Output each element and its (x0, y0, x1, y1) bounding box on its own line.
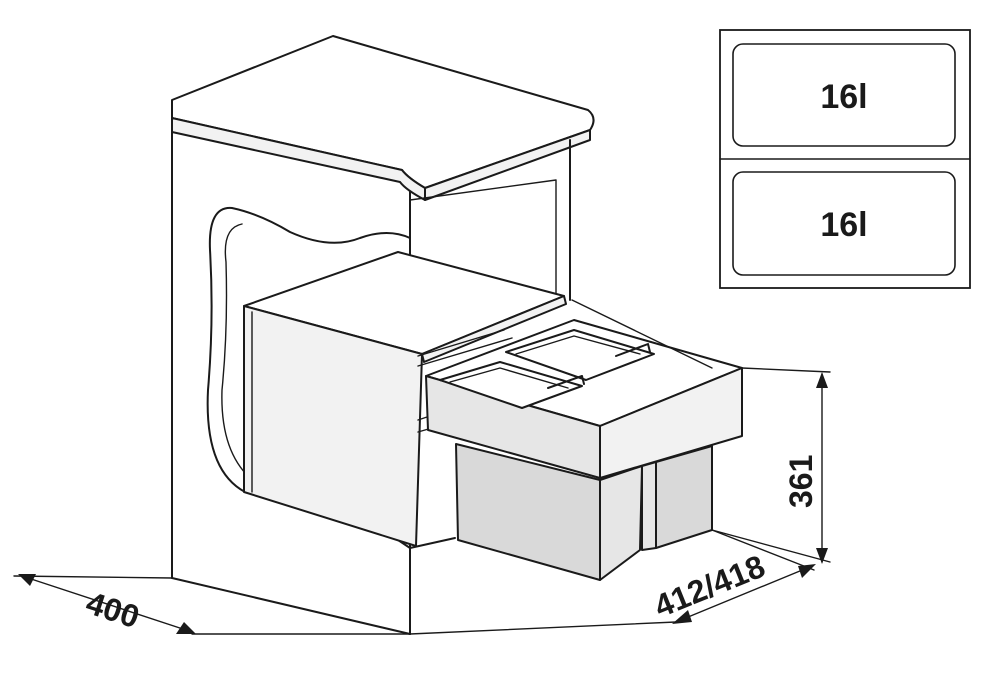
depth-extension-top (571, 299, 713, 369)
width-dimension-line (21, 575, 193, 633)
height-extension-bottom (711, 529, 831, 563)
width-arrow-left (18, 574, 36, 586)
compartment-2 (732, 171, 956, 276)
depth-arrow-front (672, 610, 692, 624)
cabinet-plinth (409, 537, 456, 635)
countertop-side-edge (424, 129, 591, 201)
cabinet-inner-edge (409, 179, 557, 301)
width-extension-left (13, 575, 173, 579)
width-arrow-right (176, 622, 196, 634)
rear-bin-face (641, 461, 657, 551)
rear-bin-opening (505, 329, 655, 381)
compartment-1 (732, 43, 956, 147)
height-label: 361 (783, 455, 819, 508)
compartment-2-volume: 16l (820, 206, 867, 244)
rear-bin-rim (515, 335, 641, 355)
front-bin-rim (449, 367, 569, 389)
front-bin-handle (547, 375, 585, 389)
depth-extension-front (409, 621, 677, 635)
depth-arrow-back (798, 564, 816, 578)
cabinet-front-bottom (171, 577, 411, 635)
height-extension-top (741, 367, 831, 373)
height-arrow-top (816, 372, 828, 388)
front-bin-side (599, 465, 643, 581)
dimension-width: 400 (13, 574, 411, 635)
depth-dimension-line (675, 565, 813, 623)
compartment-1-volume: 16l (820, 78, 867, 116)
rear-bin-handle (615, 343, 651, 357)
depth-label: 412/418 (649, 548, 770, 625)
cutaway-wave-inner (221, 223, 251, 479)
depth-extension-back (711, 529, 815, 571)
pull-out-drawer (243, 251, 743, 581)
dimension-height: 361 (711, 367, 831, 564)
compartment-inset: 16l 16l (719, 29, 971, 289)
height-arrow-bottom (816, 548, 828, 564)
front-bin-opening (439, 361, 583, 409)
bin-frame-side (599, 367, 743, 479)
rear-bin-body (655, 445, 713, 549)
drawer-lid-edge (421, 295, 567, 363)
drawer-front (243, 305, 423, 547)
drawer-runner (417, 329, 513, 433)
width-label: 400 (82, 584, 144, 635)
